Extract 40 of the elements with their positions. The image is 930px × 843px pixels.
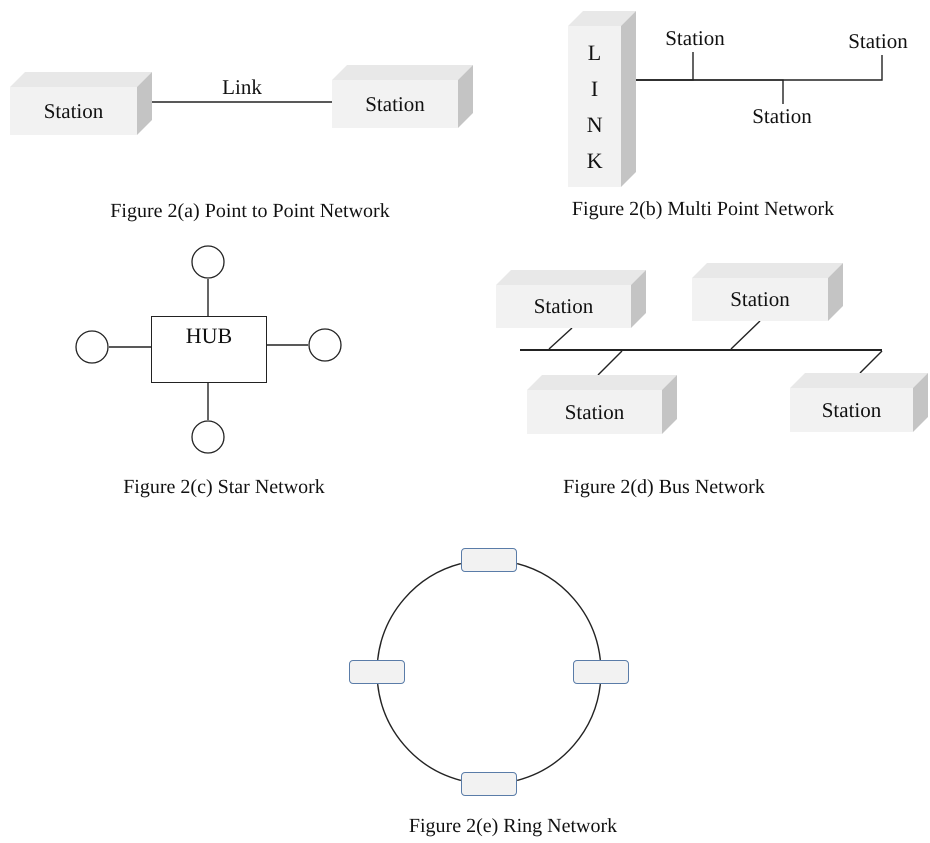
- figure-caption: Figure 2(c) Star Network: [123, 476, 325, 499]
- ring-node: [573, 660, 629, 684]
- ring-node: [349, 660, 405, 684]
- figure-caption: Figure 2(e) Ring Network: [408, 815, 618, 838]
- station-label: Station: [742, 104, 822, 130]
- connector-line: [730, 320, 760, 350]
- hub-box: [151, 316, 267, 383]
- figure-caption: Figure 2(a) Point to Point Network: [110, 200, 390, 223]
- node-circle: [191, 245, 225, 279]
- hub-label: HUB: [186, 323, 232, 348]
- link-label: LINK: [586, 38, 602, 174]
- connector-line: [109, 346, 151, 348]
- connector-line: [860, 350, 882, 374]
- station-label: Station: [822, 398, 882, 422]
- station-label: Station: [838, 29, 918, 55]
- connector-line: [267, 344, 308, 346]
- station-label: Station: [534, 294, 594, 319]
- connector-line: [598, 350, 622, 376]
- node-circle: [308, 328, 342, 362]
- connector-line: [207, 383, 209, 420]
- ring-node: [461, 548, 517, 572]
- bus-line: [520, 349, 882, 351]
- connector-line: [152, 101, 332, 103]
- station-label: Station: [365, 92, 425, 116]
- ring-arc: [376, 562, 462, 660]
- connector-line: [207, 279, 209, 316]
- node-circle: [75, 330, 109, 364]
- ring-node: [461, 772, 517, 796]
- connector-line: [548, 327, 572, 350]
- station-label: Station: [564, 400, 624, 424]
- station-label: Station: [730, 287, 790, 312]
- ring-arc: [376, 684, 462, 782]
- figure-caption: Figure 2(d) Bus Network: [563, 476, 765, 499]
- station-label: Station: [655, 26, 735, 52]
- station-label: Station: [44, 98, 104, 124]
- ring-arc: [516, 562, 602, 660]
- connector-line: [636, 79, 784, 104]
- ring-arc: [516, 684, 602, 782]
- node-circle: [191, 420, 225, 454]
- figure-caption: Figure 2(b) Multi Point Network: [572, 198, 834, 221]
